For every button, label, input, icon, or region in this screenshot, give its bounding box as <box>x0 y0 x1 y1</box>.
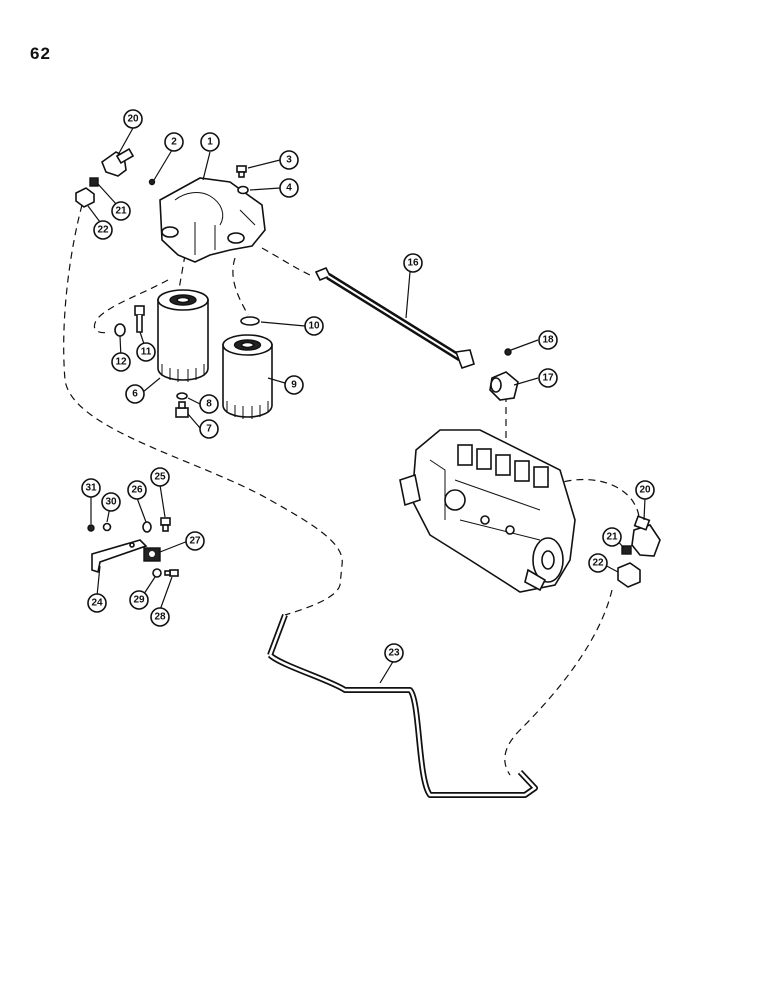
callout-6: 6 <box>125 384 145 404</box>
callout-2: 2 <box>164 132 184 152</box>
svg-text:21: 21 <box>606 532 618 543</box>
elbow-fitting-20-upper <box>101 147 135 177</box>
callout-20-lower: 20 <box>635 480 655 500</box>
svg-text:16: 16 <box>407 258 419 269</box>
filter-head-to-filter-9 <box>232 257 249 316</box>
svg-text:10: 10 <box>308 321 320 332</box>
svg-text:26: 26 <box>131 485 143 496</box>
fitting-21-lower <box>621 545 632 555</box>
callout-12: 12 <box>111 352 131 372</box>
callout-16: 16 <box>403 253 423 273</box>
fuel-return-line-23 <box>267 613 538 798</box>
elbow-fitting-20-lower <box>631 515 661 557</box>
callout-17: 17 <box>538 368 558 388</box>
o-ring-10 <box>240 316 260 326</box>
callout-24: 24 <box>87 593 107 613</box>
pump-to-elbow-20 <box>552 479 640 526</box>
washer-30 <box>102 522 112 532</box>
nut-22-upper <box>75 187 95 208</box>
fuel-filter-6 <box>157 289 209 382</box>
callout-1: 1 <box>200 132 220 152</box>
fuel-line-16 <box>314 266 475 370</box>
callout-4: 4 <box>279 178 299 198</box>
screw-25 <box>160 517 171 532</box>
svg-text:20: 20 <box>127 114 139 125</box>
plug-2 <box>148 178 156 186</box>
fuel-line-path-left <box>63 204 343 616</box>
clamp-27 <box>143 547 161 562</box>
callout-25: 25 <box>150 467 170 487</box>
svg-text:20: 20 <box>639 485 651 496</box>
fitting-21-upper <box>89 177 99 187</box>
filter-head-to-filter-6 <box>177 254 186 296</box>
callout-30: 30 <box>101 492 121 512</box>
callout-3: 3 <box>279 150 299 170</box>
svg-text:18: 18 <box>542 335 554 346</box>
svg-text:24: 24 <box>91 598 103 609</box>
callout-10: 10 <box>304 316 324 336</box>
washer-29 <box>152 568 162 578</box>
callout-7: 7 <box>199 419 219 439</box>
nut-18 <box>504 348 512 356</box>
fuel-line-path-right <box>504 589 613 776</box>
svg-text:6: 6 <box>132 389 138 400</box>
page-number: 62 <box>30 44 51 63</box>
callout-26: 26 <box>127 480 147 500</box>
leader-lines <box>87 127 646 684</box>
drain-plug-7 <box>175 401 189 418</box>
callout-27: 27 <box>185 531 205 551</box>
elbow-fitting-17 <box>489 371 519 401</box>
callout-22-lower: 22 <box>588 553 608 573</box>
screw-28 <box>164 569 179 577</box>
svg-text:22: 22 <box>97 225 109 236</box>
filter-head-to-bolt-11 <box>93 279 169 334</box>
callout-8: 8 <box>199 394 219 414</box>
callout-23: 23 <box>384 643 404 663</box>
svg-text:30: 30 <box>105 497 117 508</box>
callout-18: 18 <box>538 330 558 350</box>
callout-22-upper: 22 <box>93 220 113 240</box>
fuel-filter-head <box>159 177 266 263</box>
callout-9: 9 <box>284 375 304 395</box>
fuel-filter-9 <box>222 334 273 419</box>
svg-text:11: 11 <box>141 347 152 358</box>
washer-26 <box>142 521 152 533</box>
nut-31 <box>87 524 95 532</box>
svg-text:1: 1 <box>207 137 213 148</box>
svg-text:31: 31 <box>85 483 97 494</box>
svg-text:3: 3 <box>286 155 292 166</box>
washer-12 <box>114 323 126 337</box>
washer-4 <box>237 185 249 195</box>
fuel-injection-pump <box>399 429 576 593</box>
svg-text:22: 22 <box>592 558 604 569</box>
filter-head-to-fuel-line-16 <box>261 247 313 277</box>
callout-21-lower: 21 <box>602 527 622 547</box>
svg-text:21: 21 <box>115 206 127 217</box>
svg-text:7: 7 <box>206 424 212 435</box>
svg-text:8: 8 <box>206 399 212 410</box>
callout-31: 31 <box>81 478 101 498</box>
svg-text:2: 2 <box>171 137 177 148</box>
callout-29: 29 <box>129 590 149 610</box>
callout-11: 11 <box>136 342 156 362</box>
svg-text:17: 17 <box>542 373 554 384</box>
svg-text:4: 4 <box>286 183 292 194</box>
nut-22-lower <box>617 562 641 588</box>
svg-text:27: 27 <box>189 536 201 547</box>
svg-text:12: 12 <box>115 357 127 368</box>
svg-text:25: 25 <box>154 472 166 483</box>
svg-text:28: 28 <box>154 612 166 623</box>
bracket-24 <box>91 539 148 574</box>
callout-21-upper: 21 <box>111 201 131 221</box>
bolt-11 <box>134 305 145 333</box>
screw-3 <box>236 165 247 178</box>
callout-20-upper: 20 <box>123 109 143 129</box>
svg-text:29: 29 <box>133 595 145 606</box>
washer-8 <box>176 392 188 400</box>
svg-text:23: 23 <box>388 648 400 659</box>
svg-text:9: 9 <box>291 380 297 391</box>
callout-28: 28 <box>150 607 170 627</box>
